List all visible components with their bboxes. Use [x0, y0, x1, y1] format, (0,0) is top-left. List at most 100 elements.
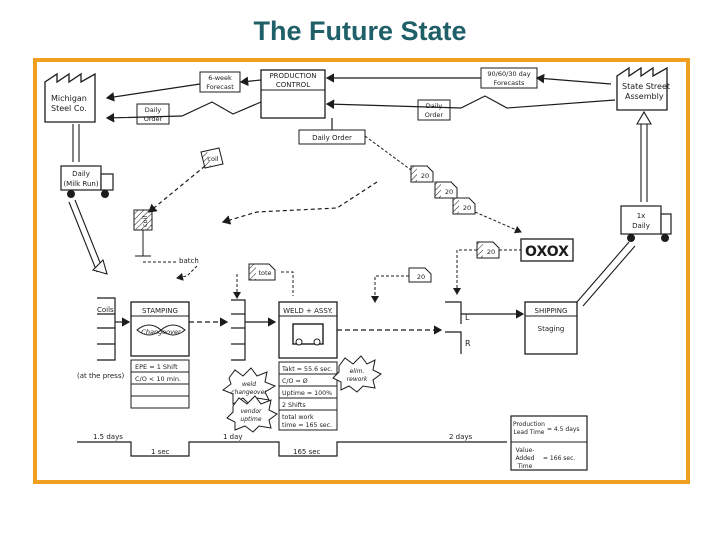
lead-label1: Production: [513, 421, 545, 428]
supplier-truck-line2: (Milk Run): [63, 180, 98, 188]
batch-kanban: batch: [143, 257, 199, 281]
weld-assy-process: WELD + ASSY. Takt = 55.6 sec. C/O = Ø Up…: [278, 301, 338, 431]
coil-signal-line: [148, 165, 206, 213]
kanban-20d-label: 20: [487, 248, 495, 256]
coil-signal-label: coil: [207, 155, 218, 163]
stamping-changeover: Changeover: [141, 328, 182, 336]
withdrawal-kanban-e: 20: [408, 267, 432, 283]
withdrawal-kanban-c: 20: [452, 197, 476, 215]
daily-order-customer-line1: Daily: [426, 102, 443, 110]
tote-kanban: tote: [248, 263, 276, 281]
production-control-box: PRODUCTION CONTROL: [260, 69, 326, 119]
stamping-data2: C/O < 10 min.: [135, 375, 181, 383]
customer-factory: State Street Assembly: [616, 66, 670, 111]
weld-data4: 2 Shifts: [282, 402, 306, 409]
kaizen-weld-line2: changeover: [231, 389, 267, 396]
customer-name-2: Assembly: [625, 92, 664, 101]
timeline-wait2: 1 day: [223, 433, 243, 441]
tote-label: tote: [258, 269, 271, 277]
kanban-20c-label: 20: [463, 204, 471, 212]
stamping-data1: EPE = 1 Shift: [135, 363, 178, 371]
withdrawal-kanban-a: 20: [410, 165, 434, 183]
six-week-line1: 6-week: [208, 74, 232, 82]
batch-label: batch: [179, 257, 199, 265]
fifo-right-label: R: [465, 339, 471, 348]
kaizen-weld-line1: weld: [242, 381, 256, 388]
kaizen-eliminate-line1: elim.: [350, 368, 365, 375]
weld-data3: Uptime = 100%: [282, 390, 332, 397]
tote-line: [281, 271, 294, 296]
kaizen-burst-weld: weld changeover: [221, 367, 277, 407]
daily-order-to-kanban-line: [364, 135, 412, 171]
lead-time-summary: Production Lead Time = 4.5 days Value- A…: [510, 415, 588, 471]
stamping-name: STAMPING: [142, 307, 178, 315]
withdrawal-kanban-b: 20: [434, 181, 458, 199]
va-label1: Value-: [516, 447, 535, 454]
leveling-out-line: [453, 249, 477, 295]
production-control-line1: PRODUCTION: [269, 72, 316, 80]
slide-title: The Future State: [253, 16, 467, 46]
customer-truck-line2: Daily: [632, 222, 650, 230]
withdrawal-kanban-d: 20: [476, 241, 500, 259]
timeline: 1.5 days 1 sec 1 day 165 sec 2 days: [77, 433, 507, 457]
shipment-arrows: [68, 110, 652, 307]
supplier-name-2: Steel Co.: [51, 104, 87, 113]
oxox-label: OXOX: [525, 244, 569, 260]
weld-data1: Takt = 55.6 sec.: [281, 366, 333, 373]
supplier-name-1: Michigan: [51, 94, 87, 103]
kanban-20e-label: 20: [417, 273, 425, 281]
customer-truck-line1: 1x: [637, 212, 646, 220]
timeline-wait1: 1.5 days: [93, 433, 123, 441]
shipping-staging: Staging: [538, 325, 565, 333]
shipping-name: SHIPPING: [535, 307, 568, 315]
daily-order-customer-line2: Order: [425, 111, 444, 119]
customer-forecast: 90/60/30 day Forecasts: [480, 67, 538, 89]
weld-data5: total work: [282, 414, 314, 421]
coils-label: Coils: [97, 306, 114, 314]
customer-forecast-line2: Forecasts: [494, 79, 526, 87]
coil-post: coil: [133, 209, 153, 257]
supplier-truck: Daily (Milk Run): [60, 165, 114, 198]
va-value: = 166 sec.: [543, 455, 575, 462]
lead-value: = 4.5 days: [547, 426, 580, 433]
daily-order-supplier-line1: Daily: [145, 106, 162, 114]
lead-label2: Lead Time: [513, 429, 544, 436]
press-note: (at the press): [77, 372, 124, 380]
timeline-proc1: 1 sec: [151, 448, 170, 456]
kaizen-vendor-line2: uptime: [240, 416, 261, 423]
timeline-proc2: 165 sec: [293, 448, 321, 456]
kaizen-burst-eliminate: elim. rework: [332, 355, 382, 393]
daily-order-box-label: Daily Order: [312, 134, 352, 142]
supplier-factory: Michigan Steel Co.: [44, 72, 96, 123]
va-label2: Added: [515, 455, 534, 462]
production-control-line2: CONTROL: [276, 81, 310, 89]
load-leveling-box: OXOX: [520, 238, 574, 262]
value-stream-map: Michigan Steel Co. State Street Assembly…: [44, 66, 672, 471]
shipping-process: SHIPPING Staging: [524, 301, 578, 355]
kaizen-burst-vendor: vendor uptime: [226, 395, 278, 433]
diagram-frame: [33, 58, 690, 484]
va-label3: Time: [517, 463, 533, 470]
six-week-line2: Forecast: [206, 83, 234, 91]
coils-supermarket: Coils (at the press): [77, 297, 124, 380]
customer-name-1: State Street: [622, 82, 670, 91]
daily-order-supplier-line2: Order: [144, 115, 163, 123]
kaizen-vendor-line1: vendor: [241, 408, 263, 415]
fifo-left-label: L: [465, 313, 470, 322]
supplier-truck-line1: Daily: [72, 170, 90, 178]
fifo-lanes: L R: [445, 301, 471, 354]
kanban-20b-label: 20: [445, 188, 453, 196]
kanban-to-leveling-line: [474, 211, 522, 234]
kanban-to-weld-line: [371, 275, 409, 303]
info-flow-lines: [105, 73, 616, 130]
weld-data6: time = 165 sec.: [282, 422, 332, 429]
kanban-return-line: [221, 181, 378, 225]
daily-order-box: Daily Order: [298, 129, 366, 145]
weld-name: WELD + ASSY.: [283, 307, 333, 315]
stamping-supermarket: [231, 299, 246, 361]
six-week-forecast: 6-week Forecast: [199, 71, 241, 93]
coil-signal-kanban: coil: [200, 147, 224, 169]
daily-order-customer: Daily Order: [417, 99, 451, 121]
customer-forecast-line1: 90/60/30 day: [487, 70, 530, 78]
timeline-wait3: 2 days: [449, 433, 473, 441]
